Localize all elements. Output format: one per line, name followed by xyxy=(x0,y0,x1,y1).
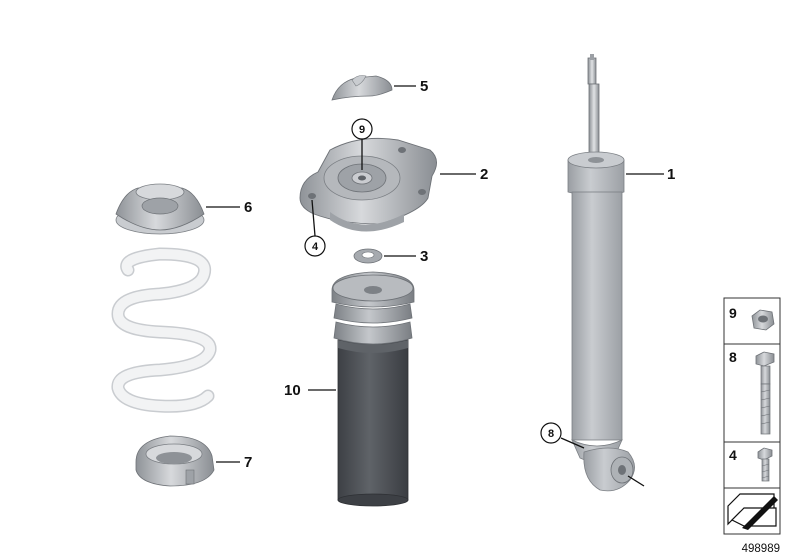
top-mount xyxy=(299,137,437,232)
mount-cover xyxy=(331,75,393,101)
callout-mount-screw-circle xyxy=(304,235,326,257)
washer xyxy=(353,248,383,264)
hardware-legend: 9 8 4 xyxy=(723,297,781,535)
callout-mount-nut-circle xyxy=(351,118,373,140)
callout-shock-absorber: 1 xyxy=(667,166,675,183)
hex-bolt-icon xyxy=(755,351,775,435)
coil-spring xyxy=(111,247,217,413)
upper-spring-seat xyxy=(115,183,205,235)
short-screw-icon xyxy=(757,447,773,482)
callout-mount-cover: 5 xyxy=(420,78,428,95)
shock-absorber xyxy=(567,54,635,492)
leader-lines xyxy=(206,85,664,487)
diagram-reference-number: 498989 xyxy=(742,543,780,555)
callout-top-mount: 2 xyxy=(480,166,488,183)
callout-upper-spring-seat: 6 xyxy=(244,199,252,216)
legend-number-nut: 9 xyxy=(729,305,737,321)
direction-arrow-icon xyxy=(727,493,778,530)
legend-number-screw: 4 xyxy=(729,447,737,463)
callout-shock-bolt: 8 xyxy=(548,428,554,440)
legend-number-bolt: 8 xyxy=(729,349,737,365)
callout-dust-boot: 10 xyxy=(284,382,301,399)
lower-spring-seat xyxy=(135,435,215,487)
callout-labels: 1 2 3 5 6 7 10 9 4 8 xyxy=(244,78,675,471)
callout-lower-spring-seat: 7 xyxy=(244,454,252,471)
dust-boot xyxy=(331,271,415,507)
callout-washer: 3 xyxy=(420,248,428,265)
hex-nut-icon xyxy=(751,309,775,331)
callout-shock-bolt-circle xyxy=(540,422,562,444)
callout-mount-screw: 4 xyxy=(312,241,319,253)
callout-mount-nut: 9 xyxy=(359,124,365,136)
